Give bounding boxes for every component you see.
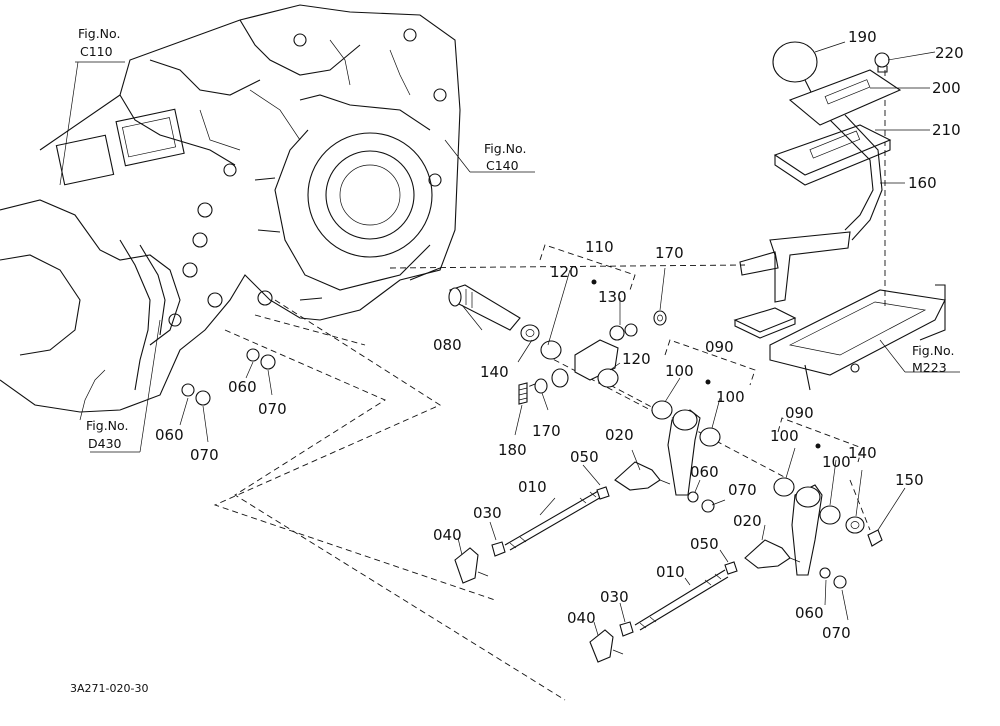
part-label: 010 xyxy=(656,563,685,581)
figure-ref-c110-line2: C110 xyxy=(80,44,113,59)
part-label: 170 xyxy=(532,422,561,440)
part-label: 160 xyxy=(908,174,937,192)
part-label: 040 xyxy=(567,609,596,627)
figure-ref-m223-line1: Fig.No. xyxy=(912,343,954,358)
part-label: 090 xyxy=(785,404,814,422)
figure-ref-c110-line1: Fig.No. xyxy=(78,26,120,41)
figure-ref-leaders xyxy=(59,61,960,453)
part-label: 060 xyxy=(228,378,257,396)
lever-arm-lower xyxy=(773,443,883,576)
part-label: 050 xyxy=(570,448,599,466)
linkage-rod-lower xyxy=(589,539,801,663)
part-label: 050 xyxy=(690,535,719,553)
shaft-and-bushings xyxy=(448,279,667,405)
part-label: 060 xyxy=(795,604,824,622)
part-label: 070 xyxy=(822,624,851,642)
part-label: 040 xyxy=(433,526,462,544)
part-label: 020 xyxy=(605,426,634,444)
part-label: 090 xyxy=(705,338,734,356)
figure-ref-c140-line2: C140 xyxy=(486,158,519,173)
part-labels: 190 220 200 210 160 110 170 120 130 080 … xyxy=(155,28,964,642)
linkage-rod-upper xyxy=(454,461,671,584)
figure-ref-d430: Fig.No. D430 xyxy=(86,418,128,451)
part-label: 100 xyxy=(770,427,799,445)
part-label: 030 xyxy=(600,588,629,606)
part-label: 190 xyxy=(848,28,877,46)
part-label: 140 xyxy=(848,444,877,462)
part-label: 200 xyxy=(932,79,961,97)
part-label: 180 xyxy=(498,441,527,459)
figure-ref-d430-line1: Fig.No. xyxy=(86,418,128,433)
figure-ref-c110: Fig.No. C110 xyxy=(78,26,120,59)
part-label: 100 xyxy=(822,453,851,471)
part-label: 060 xyxy=(155,426,184,444)
part-label: 030 xyxy=(473,504,502,522)
figure-ref-m223: Fig.No. M223 xyxy=(912,343,954,375)
figure-ref-d430-line2: D430 xyxy=(88,436,122,451)
part-label: 070 xyxy=(728,481,757,499)
part-label: 070 xyxy=(258,400,287,418)
lever-arm-upper xyxy=(651,379,721,496)
part-label: 210 xyxy=(932,121,961,139)
part-label: 140 xyxy=(480,363,509,381)
part-label: 100 xyxy=(716,388,745,406)
part-label: 020 xyxy=(733,512,762,530)
part-label: 100 xyxy=(665,362,694,380)
part-label: 110 xyxy=(585,238,614,256)
part-label: 010 xyxy=(518,478,547,496)
transmission-housing-illustration xyxy=(0,4,461,421)
figure-ref-c140: Fig.No. C140 xyxy=(484,141,526,173)
sub-assembly-brackets xyxy=(539,244,863,463)
part-label: 150 xyxy=(895,471,924,489)
part-label-leaders xyxy=(179,41,936,636)
shift-lever-assembly xyxy=(733,41,902,339)
figure-ref-m223-line2: M223 xyxy=(912,360,947,375)
floor-plate-illustration xyxy=(769,284,946,391)
nuts-and-washers xyxy=(181,348,847,589)
part-label: 060 xyxy=(690,463,719,481)
figure-ref-c140-line1: Fig.No. xyxy=(484,141,526,156)
part-label: 170 xyxy=(655,244,684,262)
part-label: 120 xyxy=(550,263,579,281)
part-label: 080 xyxy=(433,336,462,354)
part-label: 130 xyxy=(598,288,627,306)
drawing-code: 3A271-020-30 xyxy=(70,682,148,695)
part-label: 220 xyxy=(935,44,964,62)
part-label: 120 xyxy=(622,350,651,368)
part-label: 070 xyxy=(190,446,219,464)
